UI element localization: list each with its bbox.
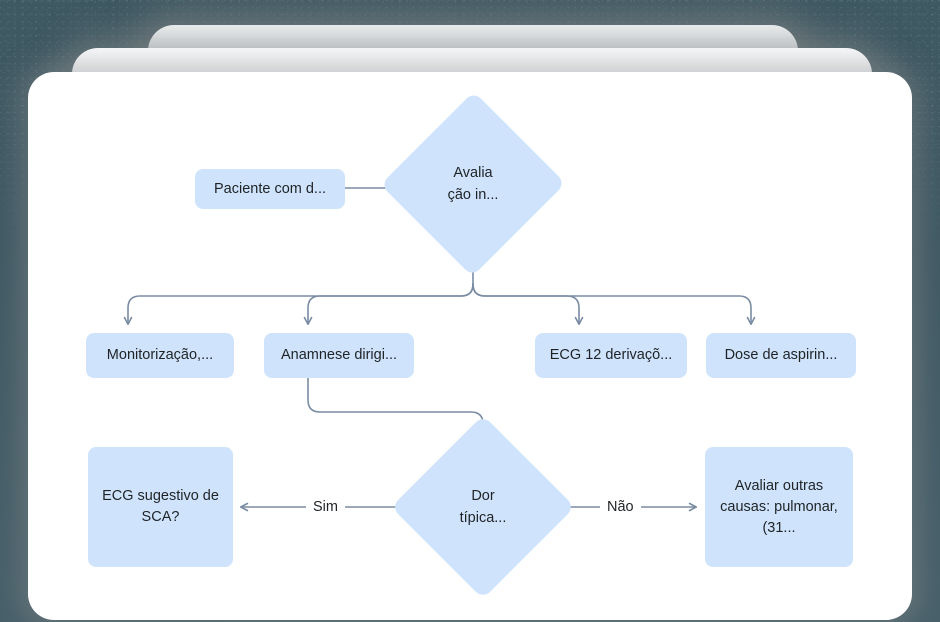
node-label: Avaliar outras causas: pulmonar, (31... [720,477,838,536]
node-label: ECG sugestivo de SCA? [102,488,219,525]
edge-avaliacao-to-monitorizacao [123,283,474,325]
node-anamnese-dirigida[interactable]: Anamnese dirigi... [264,333,414,378]
edge-avaliacao-to-ecg12 [472,283,584,325]
node-dor-tipica[interactable]: Dor típica... [391,415,575,599]
node-ecg-sugestivo-de-sca[interactable]: ECG sugestivo de SCA? [88,447,233,567]
edge-avaliacao-to-aspirina [472,283,756,325]
node-monitorizacao[interactable]: Monitorização,... [86,333,234,378]
node-label: Dose de aspirin... [724,347,838,363]
flowchart-canvas[interactable]: Paciente com d... Avalia ção in... Monit… [28,72,912,620]
node-paciente-com-dor[interactable]: Paciente com d... [195,169,345,209]
node-label: Anamnese dirigi... [280,347,398,363]
node-avaliacao-inicial[interactable]: Avalia ção in... [380,91,566,277]
edge-anamnese-to-dor-tipica [307,377,488,439]
node-label: Avalia ção in... [447,165,499,203]
edge-label-nao: Não [600,498,641,516]
edge-label-sim: Sim [306,498,345,516]
node-label: Paciente com d... [213,180,327,197]
node-label: Monitorização,... [106,347,214,363]
node-label: Dor típica... [459,488,507,526]
node-label: ECG 12 derivaçõ... [549,347,673,363]
node-dose-de-aspirina[interactable]: Dose de aspirin... [706,333,856,378]
node-ecg-12-derivacoes[interactable]: ECG 12 derivaçõ... [535,333,687,378]
node-avaliar-outras-causas[interactable]: Avaliar outras causas: pulmonar, (31... [705,447,853,567]
edge-avaliacao-to-anamnese [303,283,474,325]
